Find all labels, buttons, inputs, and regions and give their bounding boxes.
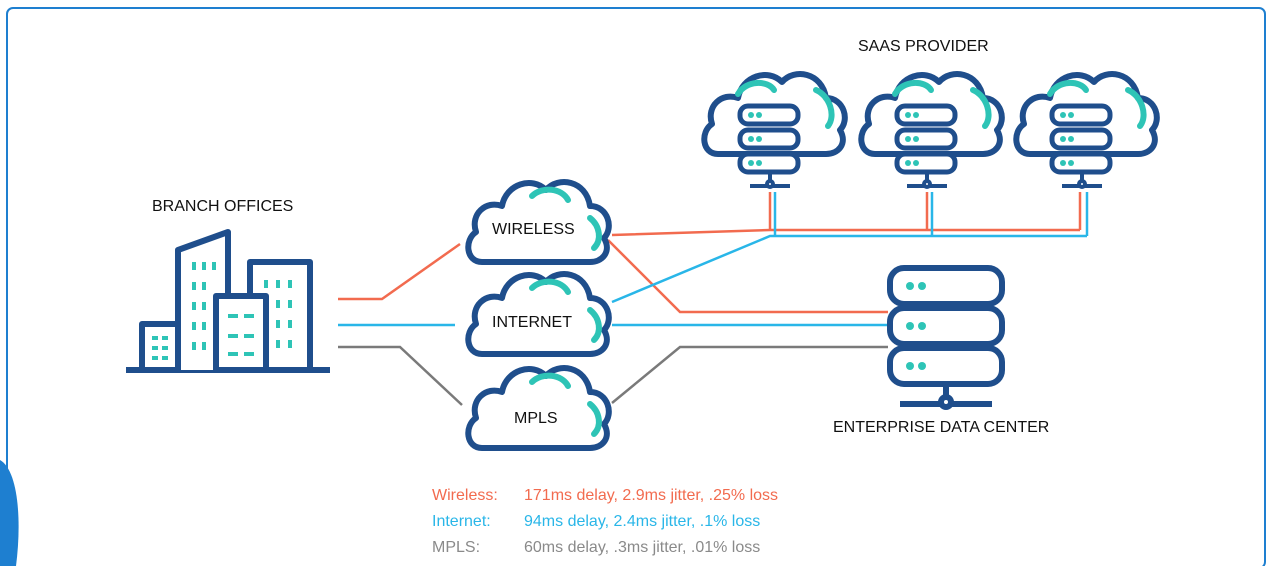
mpls-cloud-icon [468, 368, 609, 448]
internet-metric-name: Internet: [432, 513, 491, 530]
wireless-metric: Wireless: 171ms delay, 2.9ms jitter, .25%… [432, 486, 778, 506]
server-status-lights [906, 282, 926, 370]
wireless-saas-link [611, 228, 1080, 237]
mpls-dc-link [611, 345, 888, 404]
wireless-cloud-label: WIRELESS [492, 221, 575, 238]
office-buildings-icon [126, 229, 330, 373]
internet-cloud-label: INTERNET [492, 314, 572, 331]
wireless-metric-name: Wireless: [432, 487, 498, 504]
saas-provider-label: SAAS PROVIDER [858, 38, 989, 55]
internet-metric: Internet: 94ms delay, 2.4ms jitter, .1% l… [432, 512, 760, 532]
wireless-branch-link [338, 242, 461, 301]
branch-offices-label: BRANCH OFFICES [152, 198, 294, 215]
saas-cloud-icon-2 [861, 74, 1002, 189]
enterprise-dc-label: ENTERPRISE DATA CENTER [833, 419, 1050, 436]
saas-cloud-icon-1 [704, 74, 845, 189]
wireless-metric-text: 171ms delay, 2.9ms jitter, .25% loss [524, 487, 779, 504]
saas-cloud-icon-3 [1016, 74, 1157, 189]
mpls-links [338, 345, 888, 406]
internet-cloud-icon [468, 274, 609, 354]
server-stack-icon [887, 265, 1005, 410]
mpls-metric: MPLS: 60ms delay, .3ms jitter, .01% loss [432, 538, 760, 558]
wireless-dc-link [607, 239, 888, 314]
wireless-cloud-icon [468, 182, 609, 262]
internet-metric-text: 94ms delay, 2.4ms jitter, .1% loss [524, 513, 761, 530]
frame-border [6, 7, 1266, 566]
mpls-metric-name: MPLS: [432, 539, 481, 556]
frame-corner-accent [0, 460, 19, 566]
wireless-links [338, 192, 1082, 314]
mpls-metric-text: 60ms delay, .3ms jitter, .01% loss [524, 539, 761, 556]
mpls-branch-link [338, 345, 463, 406]
building-windows [152, 262, 292, 360]
internet-links [338, 192, 1089, 327]
mpls-cloud-label: MPLS [514, 410, 558, 427]
internet-saas-link [611, 234, 1087, 304]
